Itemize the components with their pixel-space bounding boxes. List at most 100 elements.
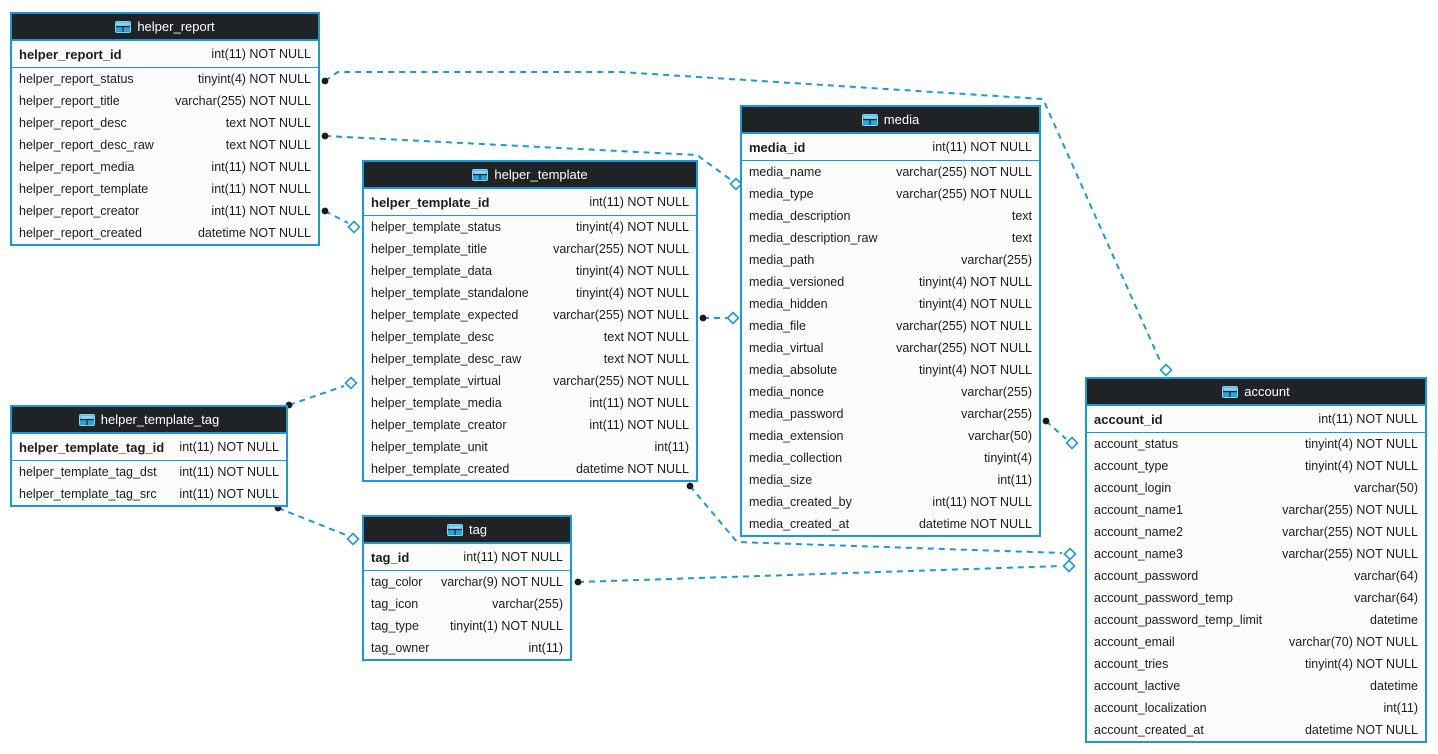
relationship-line[interactable] (577, 565, 1062, 583)
table-header[interactable]: helper_template (364, 162, 696, 189)
fk-helper_report-to-account[interactable] (321, 71, 1173, 377)
table-header[interactable]: tag (364, 517, 570, 544)
fk-helper_template-to-media[interactable] (699, 311, 740, 325)
column-type: int(11) (654, 440, 689, 454)
relationship-line[interactable] (689, 485, 1063, 554)
relationship-line[interactable] (277, 507, 347, 536)
table-header[interactable]: media (742, 107, 1039, 134)
fk-helper_report-to-helper_template[interactable] (321, 207, 361, 234)
column-type: varchar(255) (961, 253, 1032, 267)
table-icon (472, 168, 489, 181)
table-header[interactable]: helper_report (12, 14, 318, 41)
relationship-line[interactable] (1045, 420, 1067, 440)
relationship-line[interactable] (324, 71, 1162, 364)
table-header[interactable]: account (1087, 379, 1425, 406)
column-name: account_password_temp (1094, 591, 1233, 605)
fk-tag-to-account[interactable] (574, 559, 1076, 586)
fk-helper_template_tag-to-helper_template[interactable] (285, 376, 358, 409)
fk-helper_template-to-account[interactable] (686, 482, 1077, 561)
column-name: account_type (1094, 459, 1169, 473)
column-name: tag_icon (371, 597, 419, 611)
column-type: varchar(70) NOT NULL (1289, 635, 1418, 649)
fk-helper_report-to-media[interactable] (321, 132, 743, 191)
fk-media-to-account[interactable] (1042, 417, 1079, 450)
column-type: tinyint(4) NOT NULL (1305, 657, 1418, 671)
fk-helper_template_tag-to-tag[interactable] (274, 504, 360, 546)
relationship-line[interactable] (324, 210, 349, 224)
relationship-line[interactable] (288, 385, 345, 406)
table-header[interactable]: helper_template_tag (12, 407, 286, 434)
relationship-line[interactable] (324, 135, 732, 181)
